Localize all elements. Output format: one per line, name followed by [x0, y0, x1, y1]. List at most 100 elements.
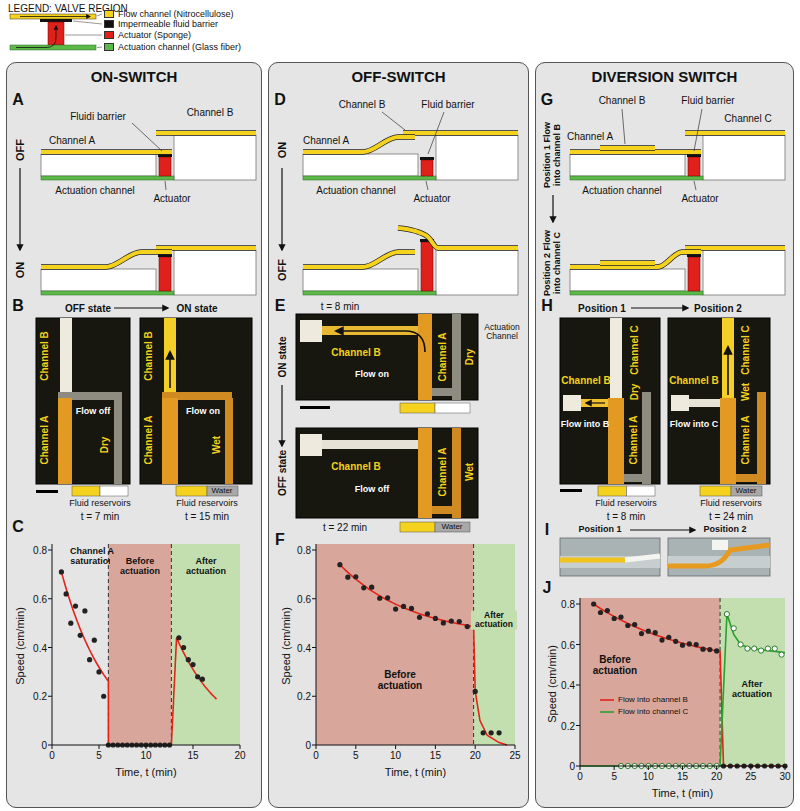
channel-b — [60, 318, 72, 396]
tick-label: 10 — [390, 750, 401, 761]
region-label: Before actuation — [110, 557, 170, 577]
legend-text: Actuator (Sponge) — [118, 30, 191, 40]
data-point — [190, 662, 195, 667]
data-point — [738, 642, 743, 647]
part-label: Channel A — [303, 135, 349, 146]
data-point — [92, 638, 97, 643]
reservoir-caption: Fluid reservoirs — [700, 499, 762, 509]
photo-label: Channel C — [629, 325, 640, 374]
part-label: Fluid barrier — [421, 99, 474, 110]
region-label: Before actuation — [584, 654, 646, 676]
flow-strip — [600, 261, 655, 265]
reservoir-fluid — [700, 486, 731, 496]
tick-label: 5 — [611, 771, 617, 782]
tick-mark — [48, 647, 52, 648]
legend-swatch — [104, 10, 114, 18]
data-point — [433, 616, 438, 621]
tick-label: 0 — [577, 771, 583, 782]
state-label: Position 2 — [694, 303, 742, 314]
legend-sample-line — [600, 711, 614, 713]
channel-b-pad — [300, 320, 322, 342]
axis-title: Speed (cm/min) — [280, 607, 292, 685]
tick-label: 0.2 — [297, 691, 311, 702]
photo-label: Flow off — [355, 485, 390, 495]
state-arrow — [552, 195, 553, 222]
data-point — [481, 730, 486, 735]
leader-line — [694, 109, 702, 151]
data-point — [680, 643, 685, 648]
time-label: t = 15 min — [185, 511, 229, 522]
flow-arrow — [20, 16, 90, 17]
flow-arrow — [16, 26, 56, 48]
tick-mark — [682, 766, 683, 770]
data-point — [673, 639, 678, 644]
reservoir-water — [207, 486, 238, 496]
part-label: Channel B — [339, 99, 386, 110]
tick-mark — [785, 766, 786, 770]
photo-label: Dry — [629, 384, 640, 401]
tick-label: 20 — [234, 750, 245, 761]
photo — [296, 428, 478, 518]
tick-mark — [240, 745, 241, 749]
data-point — [772, 646, 777, 651]
photo-label: Channel B — [39, 331, 50, 380]
panel-letter: G — [541, 91, 553, 109]
channel-support — [436, 135, 518, 180]
actuator — [159, 257, 171, 291]
valve-schematic — [41, 133, 256, 180]
photo — [668, 318, 770, 484]
state-arrow — [631, 307, 688, 308]
data-point — [345, 575, 350, 580]
state-label: Position 2 — [703, 525, 746, 535]
actuator — [421, 242, 433, 291]
tick-label: 0.2 — [561, 720, 575, 731]
tick-mark — [515, 745, 516, 749]
state-label: Position 1 Flow into channel B — [543, 119, 563, 191]
flow-arrow — [169, 352, 171, 388]
data-point — [449, 618, 454, 623]
data-point — [731, 626, 736, 631]
tick-label: 0.6 — [33, 593, 47, 604]
state-label: ON state — [176, 303, 217, 314]
leader-line — [382, 112, 405, 130]
flow-strip — [570, 252, 701, 267]
channel-c — [610, 318, 622, 400]
tick-mark — [355, 745, 356, 749]
tick-mark — [716, 766, 717, 770]
time-label: t = 7 min — [81, 511, 120, 522]
leader-line — [132, 123, 162, 151]
flow-strip — [398, 228, 518, 248]
tick-mark — [312, 598, 316, 599]
actuator — [688, 257, 700, 291]
state-label: Position 2 Flow into channel C — [543, 227, 563, 299]
data-point — [64, 591, 69, 596]
data-point — [457, 619, 462, 624]
data-point — [441, 620, 446, 625]
photo-label: Channel C — [740, 325, 751, 374]
data-point — [78, 633, 83, 638]
channel-a — [418, 314, 432, 400]
valve-schematic — [303, 228, 518, 295]
flow-arrow — [586, 402, 605, 403]
part-label: Channel C — [724, 113, 771, 124]
region-label: After actuation — [725, 680, 779, 700]
tick-label: 0 — [41, 740, 47, 751]
data-point — [707, 647, 712, 652]
flow-strip — [41, 150, 172, 154]
channel-support — [303, 269, 418, 291]
panel-letter: C — [12, 518, 24, 536]
tick-label: 0.6 — [561, 639, 575, 650]
leader-line — [97, 47, 102, 49]
device-block — [712, 540, 728, 550]
axis-title: Speed (cm/min) — [546, 645, 558, 723]
photo-label: Channel B — [143, 331, 154, 380]
legend-text: Flow channel (Nitrocellulose) — [118, 9, 234, 19]
channel-support — [174, 250, 256, 295]
leader-line — [65, 35, 102, 36]
valve-schematic — [570, 248, 785, 295]
data-point — [176, 635, 181, 640]
photo — [36, 318, 130, 484]
data-point — [393, 606, 398, 611]
strip-outline — [600, 145, 655, 151]
channel-c — [722, 318, 734, 400]
